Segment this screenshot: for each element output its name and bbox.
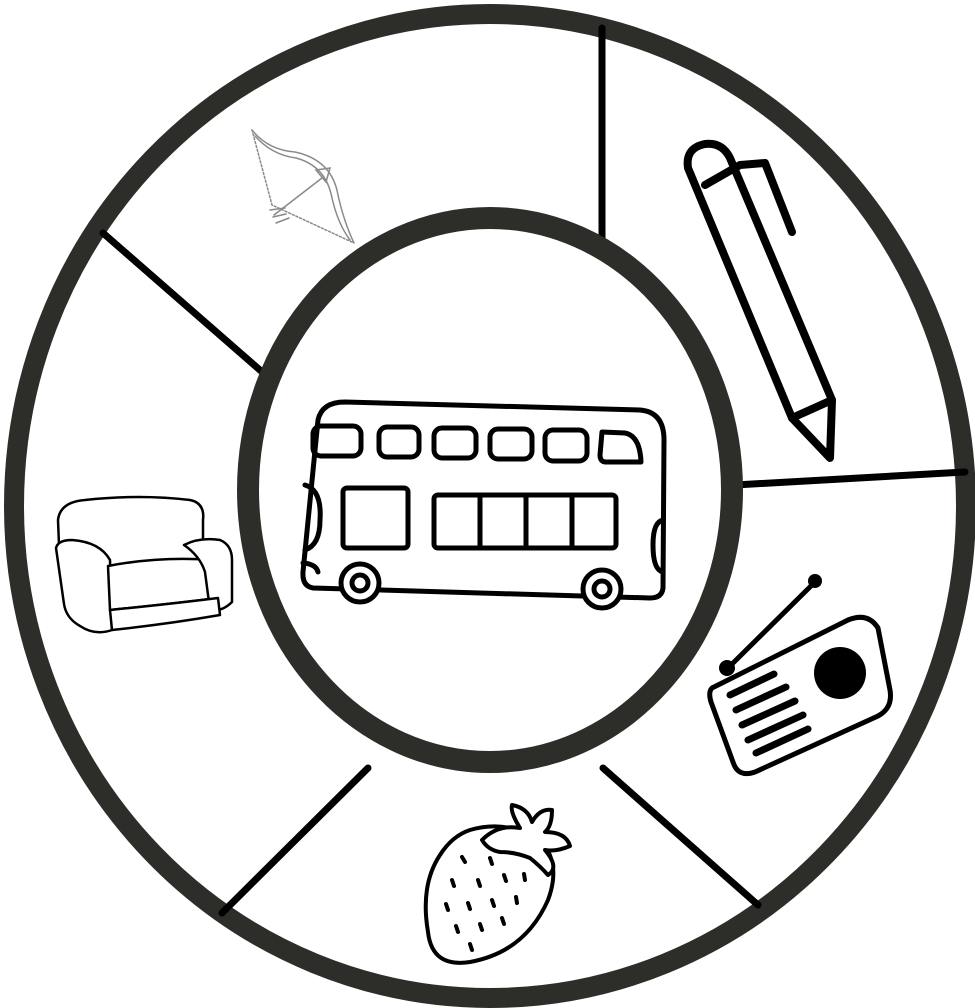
radio-antenna-base [719,660,735,676]
inner-ring [248,218,732,762]
radio-antenna-tip [808,574,822,588]
radio-speaker [814,647,866,699]
bus-wheel [341,564,379,602]
bus-wheel [583,570,621,608]
